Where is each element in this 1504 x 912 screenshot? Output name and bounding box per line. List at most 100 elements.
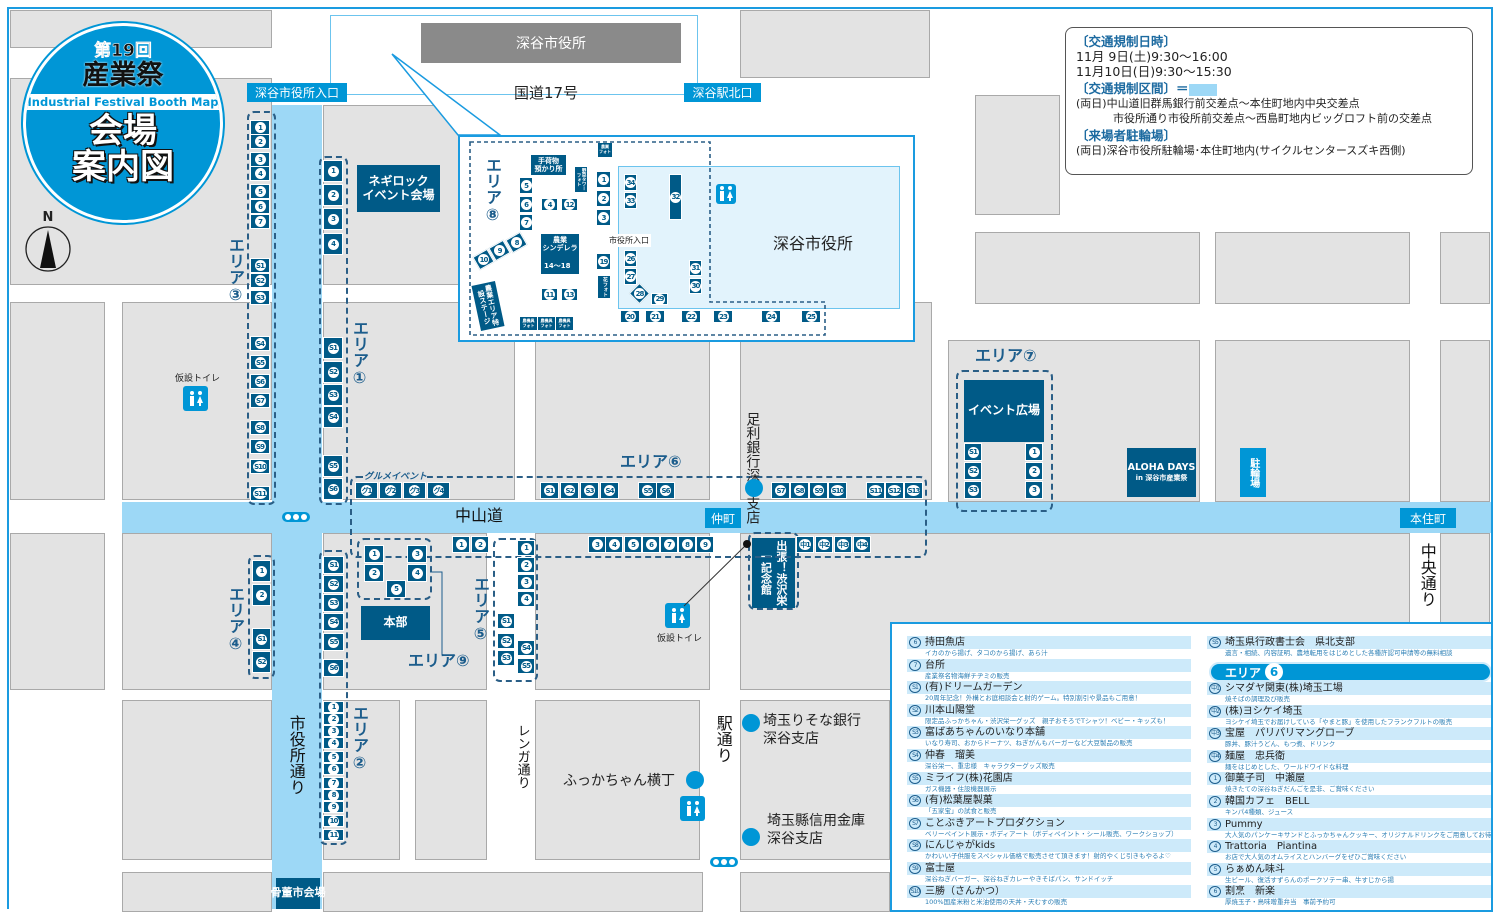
booth-area8[interactable]: 2 — [596, 190, 611, 207]
booth-area2[interactable]: S2 — [323, 575, 344, 593]
booth-area3[interactable]: S6 — [250, 374, 270, 389]
booth-gourmet[interactable]: グ4 — [427, 482, 450, 499]
booth-area2[interactable]: 9 — [323, 801, 344, 813]
booth-area8[interactable]: 26 — [624, 250, 637, 267]
booth-area6-bottom[interactable]: 8 — [678, 536, 696, 553]
booth-area7[interactable]: 2 — [1025, 462, 1043, 480]
booth-area5[interactable]: S3 — [497, 650, 515, 666]
booth-area3[interactable]: 5 — [250, 184, 270, 199]
booth-area8[interactable]: 32 — [669, 174, 682, 220]
booth-area2[interactable]: 4 — [323, 737, 344, 749]
booth-area8[interactable]: 1 — [596, 171, 611, 188]
booth-area6-bottom[interactable]: 3 — [588, 536, 606, 553]
booth-area5[interactable]: S5 — [517, 658, 535, 674]
booth-area9[interactable]: 5 — [386, 580, 406, 598]
booth-area2[interactable]: 2 — [323, 713, 344, 725]
booth-area2[interactable]: 10 — [323, 815, 344, 827]
booth-area6-top[interactable]: S13 — [904, 482, 923, 499]
booth-area2[interactable]: S6 — [323, 659, 344, 677]
booth-area5[interactable]: S2 — [497, 633, 515, 649]
booth-area6-top[interactable]: S7 — [771, 482, 790, 499]
booth-area7[interactable]: S3 — [964, 481, 982, 499]
booth-area1[interactable]: S6 — [323, 478, 343, 500]
booth-area6-top[interactable]: S9 — [809, 482, 828, 499]
booth-area6-bottom[interactable]: 5 — [624, 536, 642, 553]
booth-area3[interactable]: S5 — [250, 355, 270, 370]
booth-area3[interactable]: S11 — [250, 486, 270, 501]
booth-area2[interactable]: 1 — [323, 701, 344, 713]
booth-area6-bottom[interactable]: 1 — [452, 536, 470, 553]
booth-area2[interactable]: 11 — [323, 829, 344, 841]
booth-area9[interactable]: 1 — [364, 545, 384, 563]
booth-area3[interactable]: S1 — [250, 258, 270, 273]
booth-area3[interactable]: S3 — [250, 290, 270, 305]
booth-area9[interactable]: 4 — [407, 564, 427, 582]
booth-area4[interactable]: S1 — [252, 628, 271, 650]
booth-area3[interactable]: 4 — [250, 166, 270, 181]
booth-area3[interactable]: S7 — [250, 393, 270, 408]
booth-area2[interactable]: S3 — [323, 594, 344, 612]
booth-area8[interactable]: 34 — [624, 174, 637, 191]
booth-area5[interactable]: 4 — [517, 591, 535, 607]
booth-area4[interactable]: S2 — [252, 651, 271, 673]
booth-area9[interactable]: 2 — [364, 564, 384, 582]
booth-area2[interactable]: 3 — [323, 725, 344, 737]
booth-area2[interactable]: S1 — [323, 556, 344, 574]
booth-area3[interactable]: 1 — [250, 120, 270, 135]
booth-area8[interactable]: 31 — [689, 260, 702, 276]
booth-gourmet[interactable]: グ1 — [355, 482, 378, 499]
booth-area1[interactable]: 3 — [323, 208, 343, 230]
booth-area6-top[interactable]: S2 — [560, 482, 579, 499]
booth-area7[interactable]: 1 — [1025, 443, 1043, 461]
booth-area6-bottom[interactable]: 6 — [642, 536, 660, 553]
booth-area6-bottom[interactable]: 中2 — [815, 536, 833, 553]
booth-area6-bottom[interactable]: 9 — [696, 536, 714, 553]
booth-area8[interactable]: 23 — [713, 310, 733, 323]
booth-area6-top[interactable]: S4 — [600, 482, 619, 499]
booth-area5[interactable]: 2 — [517, 557, 535, 573]
booth-area2[interactable]: 5 — [323, 751, 344, 763]
booth-area3[interactable]: 7 — [250, 214, 270, 229]
booth-area3[interactable]: 3 — [250, 152, 270, 167]
booth-area3[interactable]: 2 — [250, 134, 270, 149]
booth-area3[interactable]: S8 — [250, 420, 270, 435]
booth-area1[interactable]: S3 — [323, 384, 343, 406]
booth-area7[interactable]: S2 — [964, 462, 982, 480]
booth-area2[interactable]: 8 — [323, 789, 344, 801]
booth-gourmet[interactable]: グ2 — [379, 482, 402, 499]
booth-area8[interactable]: 24 — [761, 310, 781, 323]
booth-area1[interactable]: 2 — [323, 184, 343, 206]
booth-area8[interactable]: 29 — [651, 293, 668, 305]
booth-area5[interactable]: 3 — [517, 574, 535, 590]
booth-area9[interactable]: 3 — [407, 545, 427, 563]
booth-area1[interactable]: S1 — [323, 337, 343, 359]
booth-gourmet[interactable]: グ3 — [403, 482, 426, 499]
booth-area6-top[interactable]: S8 — [790, 482, 809, 499]
booth-area4[interactable]: 2 — [252, 584, 271, 606]
booth-area6-top[interactable]: S5 — [638, 482, 657, 499]
booth-area2[interactable]: 7 — [323, 777, 344, 789]
booth-area6-top[interactable]: S10 — [828, 482, 847, 499]
booth-area5[interactable]: S4 — [517, 640, 535, 656]
booth-area8[interactable]: 20 — [620, 310, 640, 323]
booth-area6-bottom[interactable]: 中3 — [834, 536, 852, 553]
booth-area3[interactable]: S2 — [250, 273, 270, 288]
booth-area6-top[interactable]: S11 — [866, 482, 885, 499]
booth-area2[interactable]: S5 — [323, 633, 344, 651]
booth-area1[interactable]: S4 — [323, 406, 343, 428]
booth-area7[interactable]: S1 — [964, 443, 982, 461]
booth-area6-bottom[interactable]: 2 — [471, 536, 489, 553]
booth-area3[interactable]: 6 — [250, 199, 270, 214]
booth-area6-top[interactable]: S12 — [885, 482, 904, 499]
booth-area3[interactable]: S9 — [250, 439, 270, 454]
booth-area8[interactable]: 4 — [541, 198, 558, 211]
booth-area1[interactable]: 4 — [323, 233, 343, 255]
booth-area6-top[interactable]: S1 — [540, 482, 559, 499]
booth-area8[interactable]: 13 — [561, 288, 578, 301]
booth-area8[interactable]: 22 — [681, 310, 701, 323]
booth-area8[interactable]: 19 — [596, 253, 611, 270]
booth-area8[interactable]: 6 — [519, 196, 533, 213]
booth-area8[interactable]: 21 — [645, 310, 665, 323]
booth-area8[interactable]: 7 — [519, 214, 533, 231]
booth-area6-bottom[interactable]: 中1 — [796, 536, 814, 553]
